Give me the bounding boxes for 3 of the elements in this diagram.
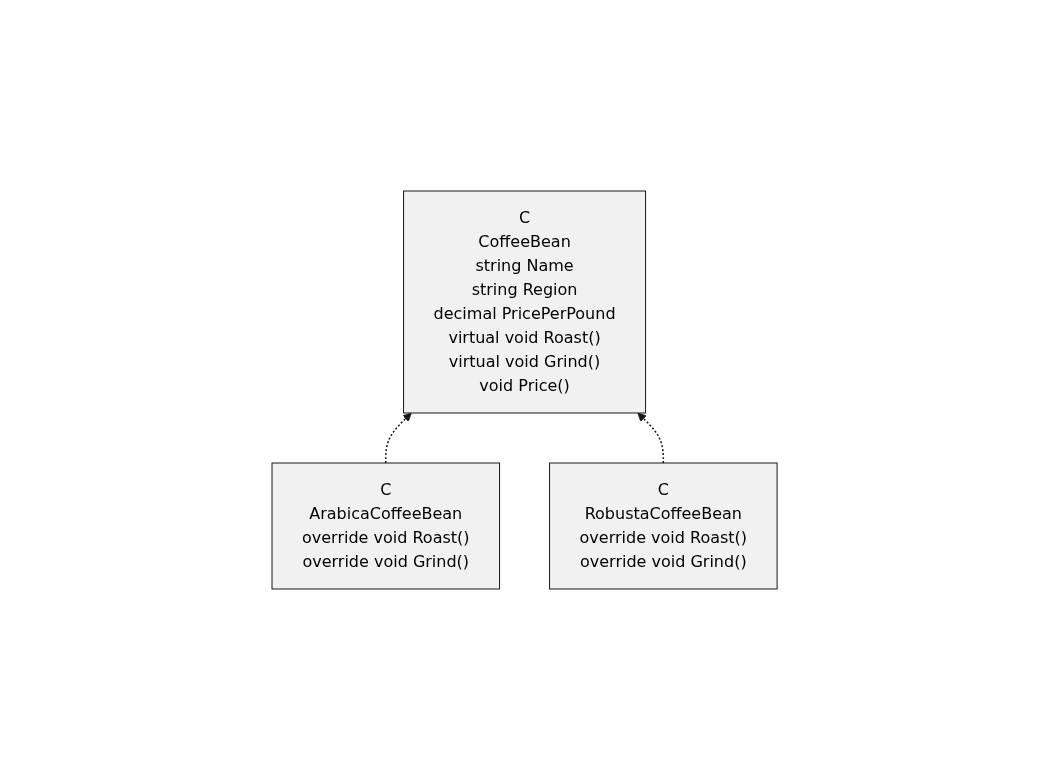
node-box: C RobustaCoffeeBean override void Roast() override void Grind() xyxy=(549,462,779,589)
node-box: C CoffeeBean string Name string Region decimal PricePerPound virtual void Roast() virtual void Grind() void Price() xyxy=(403,190,647,413)
node-box: C ArabicaCoffeeBean override void Roast() override void Grind() xyxy=(271,462,501,589)
